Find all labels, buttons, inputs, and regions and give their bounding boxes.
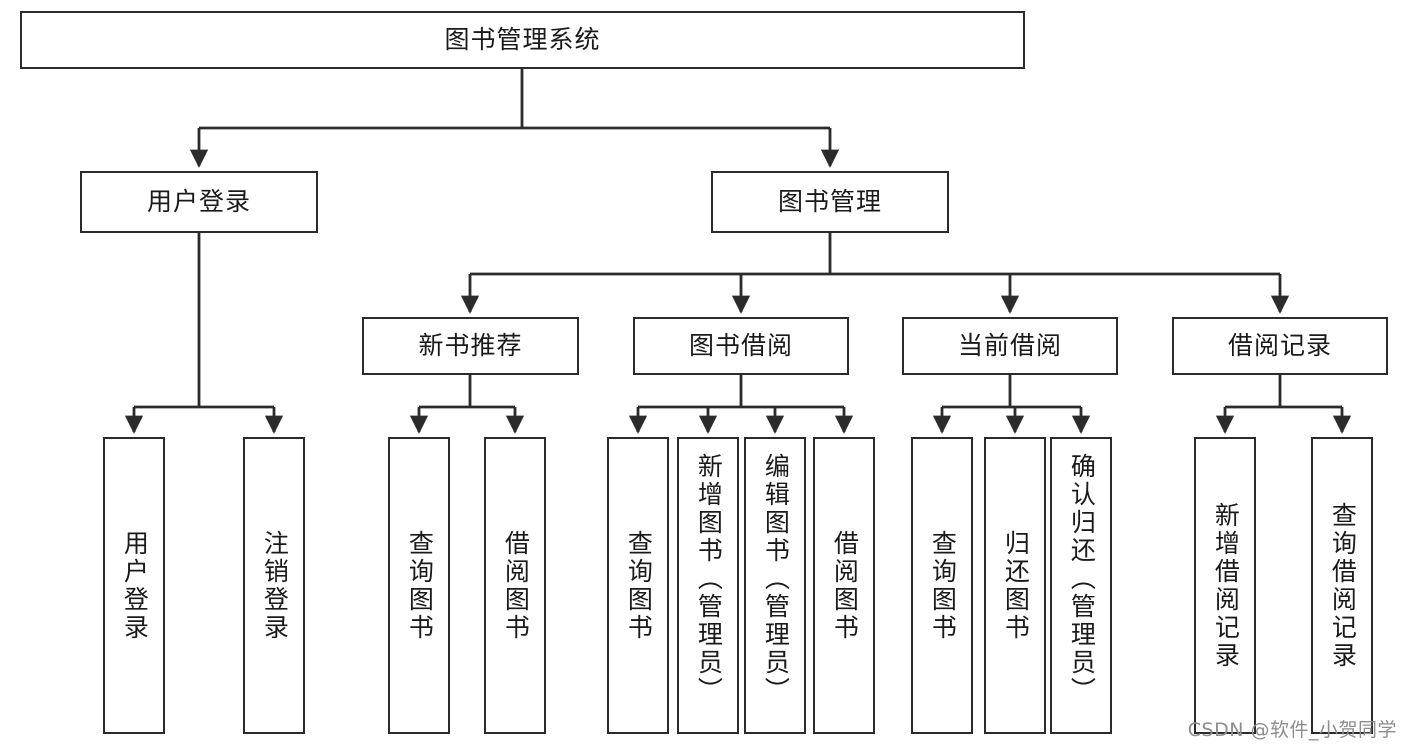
node-leaf-query-book-1-label: 查询图书 (405, 529, 435, 642)
node-leaf-add-borrow-record-label: 新增借阅记录 (1211, 501, 1241, 670)
node-leaf-user-logout-label: 注销登录 (260, 529, 290, 642)
node-borrow-record-label: 借阅记录 (1227, 331, 1332, 361)
node-leaf-borrow-book-1-label: 借阅图书 (501, 529, 531, 642)
node-leaf-user-login-label: 用户登录 (120, 529, 150, 642)
node-book-borrow-label: 图书借阅 (688, 331, 793, 361)
node-book-manage-label: 图书管理 (777, 187, 882, 217)
node-leaf-borrow-book-2-label: 借阅图书 (830, 529, 860, 642)
node-leaf-borrow-book-2[interactable]: 借阅图书 (813, 437, 875, 734)
node-leaf-query-book-3[interactable]: 查询图书 (911, 437, 973, 734)
node-leaf-edit-book-admin-label: 编辑图书（管理员） (761, 453, 791, 705)
node-leaf-query-book-3-label: 查询图书 (928, 529, 958, 642)
node-leaf-confirm-return-admin[interactable]: 确认归还（管理员） (1050, 437, 1112, 734)
node-leaf-add-borrow-record[interactable]: 新增借阅记录 (1194, 437, 1256, 734)
node-user-login[interactable]: 用户登录 (80, 171, 318, 233)
node-leaf-query-book-1[interactable]: 查询图书 (388, 437, 450, 734)
node-leaf-borrow-book-1[interactable]: 借阅图书 (484, 437, 546, 734)
node-leaf-add-book-admin-label: 新增图书（管理员） (694, 453, 724, 705)
node-leaf-query-book-2-label: 查询图书 (624, 529, 654, 642)
node-leaf-query-borrow-record-label: 查询借阅记录 (1328, 501, 1358, 670)
node-leaf-confirm-return-admin-label: 确认归还（管理员） (1067, 453, 1097, 705)
node-new-book-rec[interactable]: 新书推荐 (362, 317, 579, 375)
node-leaf-user-login[interactable]: 用户登录 (103, 437, 165, 734)
node-book-borrow[interactable]: 图书借阅 (633, 317, 849, 375)
node-new-book-rec-label: 新书推荐 (418, 331, 523, 361)
node-leaf-edit-book-admin[interactable]: 编辑图书（管理员） (744, 437, 806, 734)
node-borrow-record[interactable]: 借阅记录 (1172, 317, 1388, 375)
watermark: CSDN @软件_小贺同学 (1187, 719, 1397, 741)
node-book-manage[interactable]: 图书管理 (711, 171, 949, 233)
node-leaf-add-book-admin[interactable]: 新增图书（管理员） (677, 437, 739, 734)
node-leaf-user-logout[interactable]: 注销登录 (243, 437, 305, 734)
node-leaf-query-borrow-record[interactable]: 查询借阅记录 (1311, 437, 1373, 734)
node-root[interactable]: 图书管理系统 (20, 11, 1025, 69)
node-current-borrow-label: 当前借阅 (957, 331, 1062, 361)
node-current-borrow[interactable]: 当前借阅 (902, 317, 1118, 375)
node-root-label: 图书管理系统 (444, 25, 601, 55)
node-leaf-query-book-2[interactable]: 查询图书 (607, 437, 669, 734)
node-leaf-return-book[interactable]: 归还图书 (984, 437, 1046, 734)
node-leaf-return-book-label: 归还图书 (1001, 529, 1031, 642)
node-user-login-label: 用户登录 (146, 187, 251, 217)
